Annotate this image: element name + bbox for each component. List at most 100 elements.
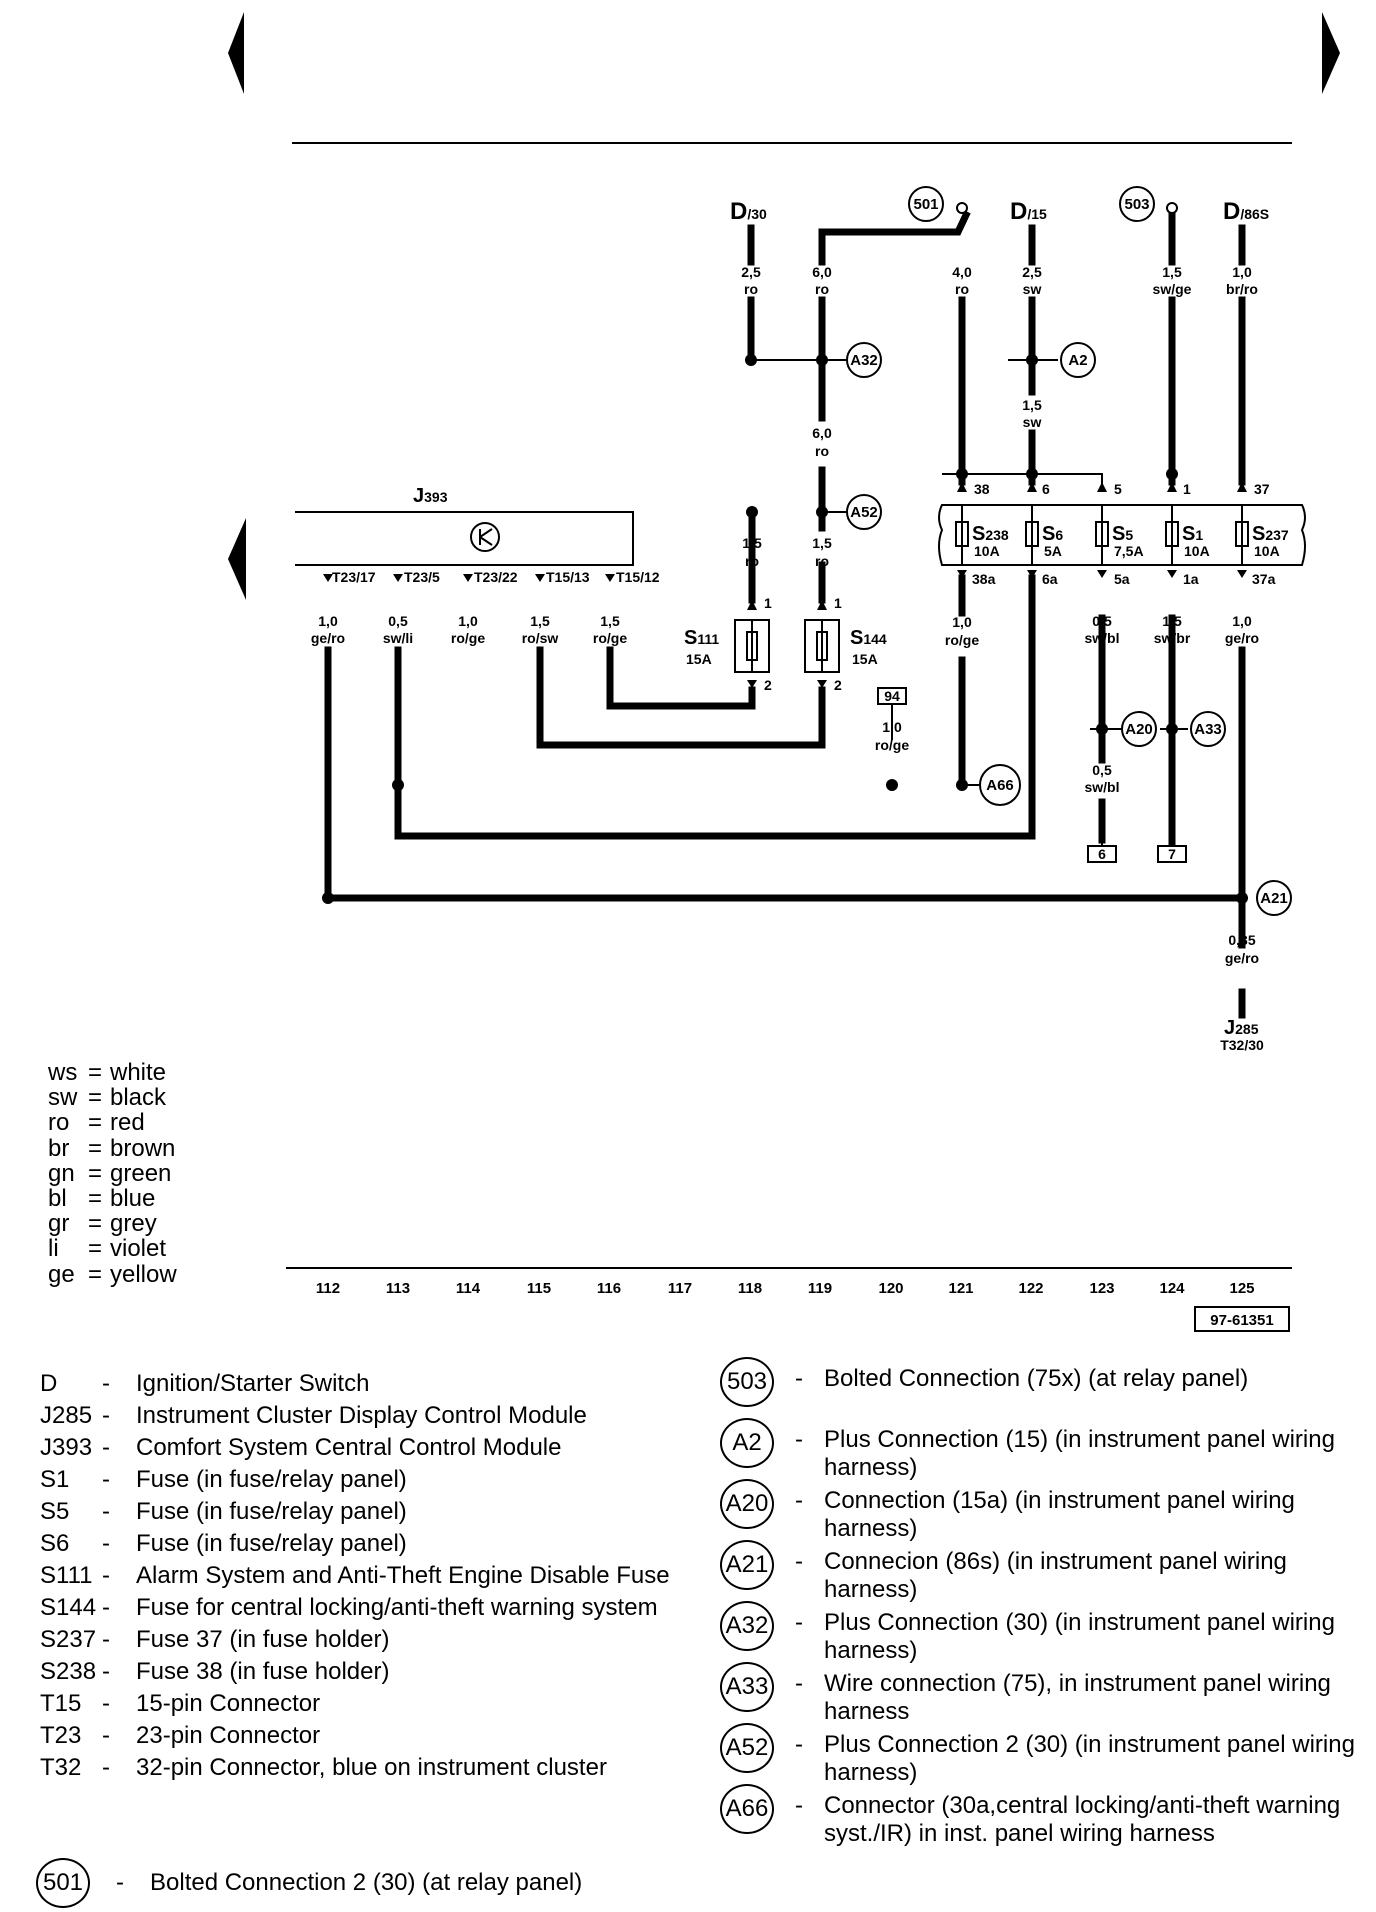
component-legend-left: D-Ignition/Starter Switch J285-Instrumen… bbox=[40, 1370, 680, 1786]
axis-label: 124 bbox=[1159, 1280, 1185, 1297]
pin-label: T15/12 bbox=[616, 569, 660, 585]
color-name: black bbox=[110, 1084, 167, 1112]
legend-dash: - bbox=[102, 1402, 110, 1429]
axis-labels: 112 113 114 115 116 117 118 119 120 121 … bbox=[316, 1280, 1255, 1297]
legend-item: S5-Fuse (in fuse/relay panel) bbox=[40, 1498, 680, 1526]
legend-desc: Connecion (86s) (in instrument panel wir… bbox=[824, 1548, 1287, 1603]
fuse-s5-label: S5 bbox=[1112, 523, 1133, 545]
legend-code: S144 bbox=[40, 1594, 97, 1621]
fuse-panel: 38 6 5 1 37 bbox=[938, 481, 1306, 587]
svg-text:1,5: 1,5 bbox=[530, 613, 550, 629]
svg-text:ro: ro bbox=[955, 281, 969, 297]
color-code: sw bbox=[48, 1084, 78, 1112]
fuse-pin-label: 6a bbox=[1042, 571, 1058, 587]
svg-text:1,5: 1,5 bbox=[600, 613, 620, 629]
legend-item: A66-Connector (30a,central locking/anti-… bbox=[720, 1784, 1360, 1849]
svg-text:ro/ge: ro/ge bbox=[875, 737, 909, 753]
svg-text:sw/li: sw/li bbox=[383, 630, 413, 646]
legend-desc: Fuse (in fuse/relay panel) bbox=[136, 1530, 407, 1557]
svg-text:sw/bl: sw/bl bbox=[1084, 779, 1119, 795]
legend-desc: Bolted Connection (75x) (at relay panel) bbox=[824, 1365, 1249, 1392]
legend-code: T23 bbox=[40, 1722, 82, 1749]
terminal-d30: D/30 bbox=[730, 198, 767, 225]
legend-item: T32-32-pin Connector, blue on instrument… bbox=[40, 1754, 680, 1782]
svg-text:J285: J285 bbox=[1224, 1017, 1259, 1039]
svg-text:ro/ge: ro/ge bbox=[593, 630, 627, 646]
legend-desc: Fuse for central locking/anti-theft warn… bbox=[136, 1594, 658, 1621]
svg-text:1: 1 bbox=[764, 595, 772, 611]
color-code-row: bl=blue bbox=[48, 1186, 177, 1211]
legend-code: S5 bbox=[40, 1498, 70, 1525]
wiring-diagram: D/30 D/15 D/86S 501 503 2,5 ro 6,0 ro 4,… bbox=[228, 12, 1340, 1332]
component-legend-right: 503-Bolted Connection (75x) (at relay pa… bbox=[720, 1357, 1360, 1853]
svg-text:ro/sw: ro/sw bbox=[522, 630, 559, 646]
legend-dash: - bbox=[102, 1626, 110, 1653]
svg-text:1,0: 1,0 bbox=[458, 613, 478, 629]
legend-item: A32-Plus Connection (30) (in instrument … bbox=[720, 1601, 1360, 1666]
svg-text:0,5: 0,5 bbox=[1092, 613, 1112, 629]
legend-item: S1-Fuse (in fuse/relay panel) bbox=[40, 1466, 680, 1494]
color-code-row: ro=red bbox=[48, 1110, 177, 1135]
svg-text:sw/bl: sw/bl bbox=[1084, 630, 1119, 646]
wire-labels: 2,5 ro 6,0 ro 4,0 ro 2,5 sw 1,5 sw/ge 1,… bbox=[311, 264, 1259, 966]
svg-text:1,0: 1,0 bbox=[1232, 613, 1252, 629]
svg-text:6,0: 6,0 bbox=[812, 425, 832, 441]
legend-dash: - bbox=[102, 1594, 110, 1621]
svg-text:0,5: 0,5 bbox=[1092, 762, 1112, 778]
svg-text:ro/ge: ro/ge bbox=[945, 632, 979, 648]
pin-label: T23/22 bbox=[474, 569, 518, 585]
legend-desc: Fuse 38 (in fuse holder) bbox=[136, 1658, 390, 1685]
svg-text:15A: 15A bbox=[686, 651, 712, 667]
svg-text:ro: ro bbox=[815, 281, 829, 297]
color-code-row: li=violet bbox=[48, 1236, 177, 1261]
equals: = bbox=[88, 1235, 103, 1263]
svg-text:1,0: 1,0 bbox=[882, 719, 902, 735]
legend-circle-code: A33 bbox=[720, 1662, 774, 1712]
legend-dash: - bbox=[795, 1365, 803, 1392]
svg-text:sw/ge: sw/ge bbox=[1153, 281, 1192, 297]
continuation-arrow-icon[interactable] bbox=[228, 518, 246, 600]
svg-text:1,0: 1,0 bbox=[952, 614, 972, 630]
terminal-d15: D/15 bbox=[1010, 198, 1047, 225]
connector-a21: A21 bbox=[1256, 880, 1292, 916]
legend-dash: - bbox=[102, 1370, 110, 1397]
svg-text:2: 2 bbox=[764, 677, 772, 693]
equals: = bbox=[88, 1260, 103, 1288]
legend-dash: - bbox=[795, 1548, 803, 1575]
legend-dash: - bbox=[102, 1434, 110, 1461]
svg-text:ge/ro: ge/ro bbox=[311, 630, 345, 646]
color-name: green bbox=[110, 1159, 172, 1187]
axis-label: 121 bbox=[948, 1280, 973, 1297]
previous-page-arrow-icon[interactable] bbox=[228, 12, 244, 94]
legend-item: S144-Fuse for central locking/anti-theft… bbox=[40, 1594, 680, 1622]
legend-item: T15-15-pin Connector bbox=[40, 1690, 680, 1718]
legend-item: S6-Fuse (in fuse/relay panel) bbox=[40, 1530, 680, 1558]
svg-text:2: 2 bbox=[834, 677, 842, 693]
fuse-s237-label: S237 bbox=[1252, 523, 1289, 545]
color-code-row: sw=black bbox=[48, 1085, 177, 1110]
connector-a52: A52 bbox=[846, 494, 882, 530]
axis-label: 114 bbox=[456, 1280, 481, 1297]
legend-desc: 23-pin Connector bbox=[136, 1722, 321, 1749]
terminal-501-end bbox=[956, 202, 968, 214]
legend-desc: Ignition/Starter Switch bbox=[136, 1370, 370, 1397]
fuse-pin-label: 37a bbox=[1252, 571, 1276, 587]
legend-dash: - bbox=[795, 1426, 803, 1453]
legend-desc: Plus Connection 2 (30) (in instrument pa… bbox=[824, 1731, 1355, 1786]
legend-dash: - bbox=[102, 1754, 110, 1781]
legend-desc: Plus Connection (15) (in instrument pane… bbox=[824, 1426, 1335, 1481]
color-code: br bbox=[48, 1134, 70, 1162]
connector-a32: A32 bbox=[846, 342, 882, 378]
box-7: 7 bbox=[1157, 845, 1187, 863]
legend-desc: Fuse (in fuse/relay panel) bbox=[136, 1498, 407, 1525]
legend-desc: Connection (15a) (in instrument panel wi… bbox=[824, 1487, 1295, 1542]
next-page-arrow-icon[interactable] bbox=[1322, 12, 1340, 94]
legend-circle-code: A2 bbox=[720, 1418, 774, 1468]
svg-text:ro: ro bbox=[815, 553, 829, 569]
bolted-501: 501 bbox=[908, 186, 944, 222]
color-code-row: ge=yellow bbox=[48, 1260, 177, 1288]
module-j393: J393 T23/17 T23/5 T23/22 T15/13 T15/12 bbox=[295, 485, 660, 585]
legend-dash: - bbox=[102, 1466, 110, 1493]
legend-dash: - bbox=[795, 1731, 803, 1758]
color-name: red bbox=[110, 1109, 145, 1137]
